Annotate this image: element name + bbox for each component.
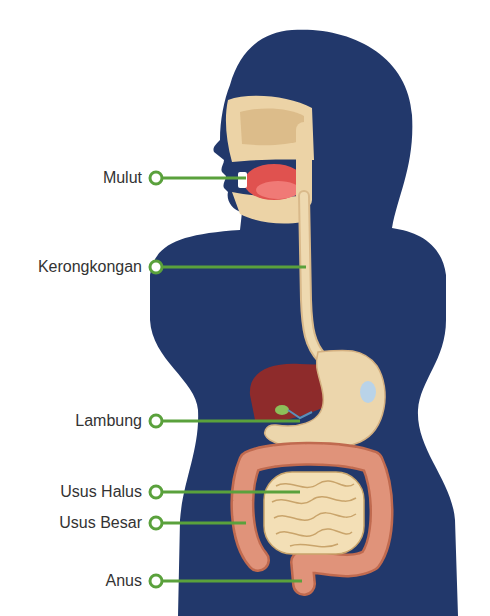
body-silhouette — [150, 30, 458, 616]
leader-line — [162, 580, 302, 583]
leader-dot — [150, 575, 162, 587]
mouth-cavity — [244, 164, 304, 200]
esophagus — [304, 196, 322, 358]
stomach — [265, 350, 385, 450]
leader-line — [162, 177, 246, 180]
gallbladder — [275, 405, 289, 415]
large-intestine-outline — [242, 454, 381, 584]
teeth — [238, 172, 247, 188]
small-intestine — [264, 472, 364, 554]
leader-dot — [150, 415, 162, 427]
leader-line — [162, 522, 246, 525]
organ-label: Kerongkongan — [38, 257, 142, 277]
leader-dot — [150, 172, 162, 184]
organ-label: Lambung — [75, 411, 142, 431]
leader-dot — [150, 486, 162, 498]
esophagus-inner — [304, 196, 322, 358]
organ-label: Usus Besar — [59, 513, 142, 533]
leader-dot — [150, 517, 162, 529]
tongue — [256, 181, 300, 199]
leader-line — [162, 491, 300, 494]
organ-label: Anus — [106, 571, 142, 591]
leader-dot — [150, 261, 162, 273]
leader-line — [162, 266, 306, 269]
large-intestine — [242, 454, 381, 584]
organ-label: Usus Halus — [60, 482, 142, 502]
bile-duct — [288, 410, 312, 418]
throat — [296, 130, 312, 200]
leader-lines — [162, 178, 306, 581]
leader-dots — [150, 172, 162, 587]
spleen — [360, 381, 376, 403]
sinus-shading — [240, 109, 304, 146]
leader-line — [162, 420, 300, 423]
organ-label: Mulut — [103, 168, 142, 188]
